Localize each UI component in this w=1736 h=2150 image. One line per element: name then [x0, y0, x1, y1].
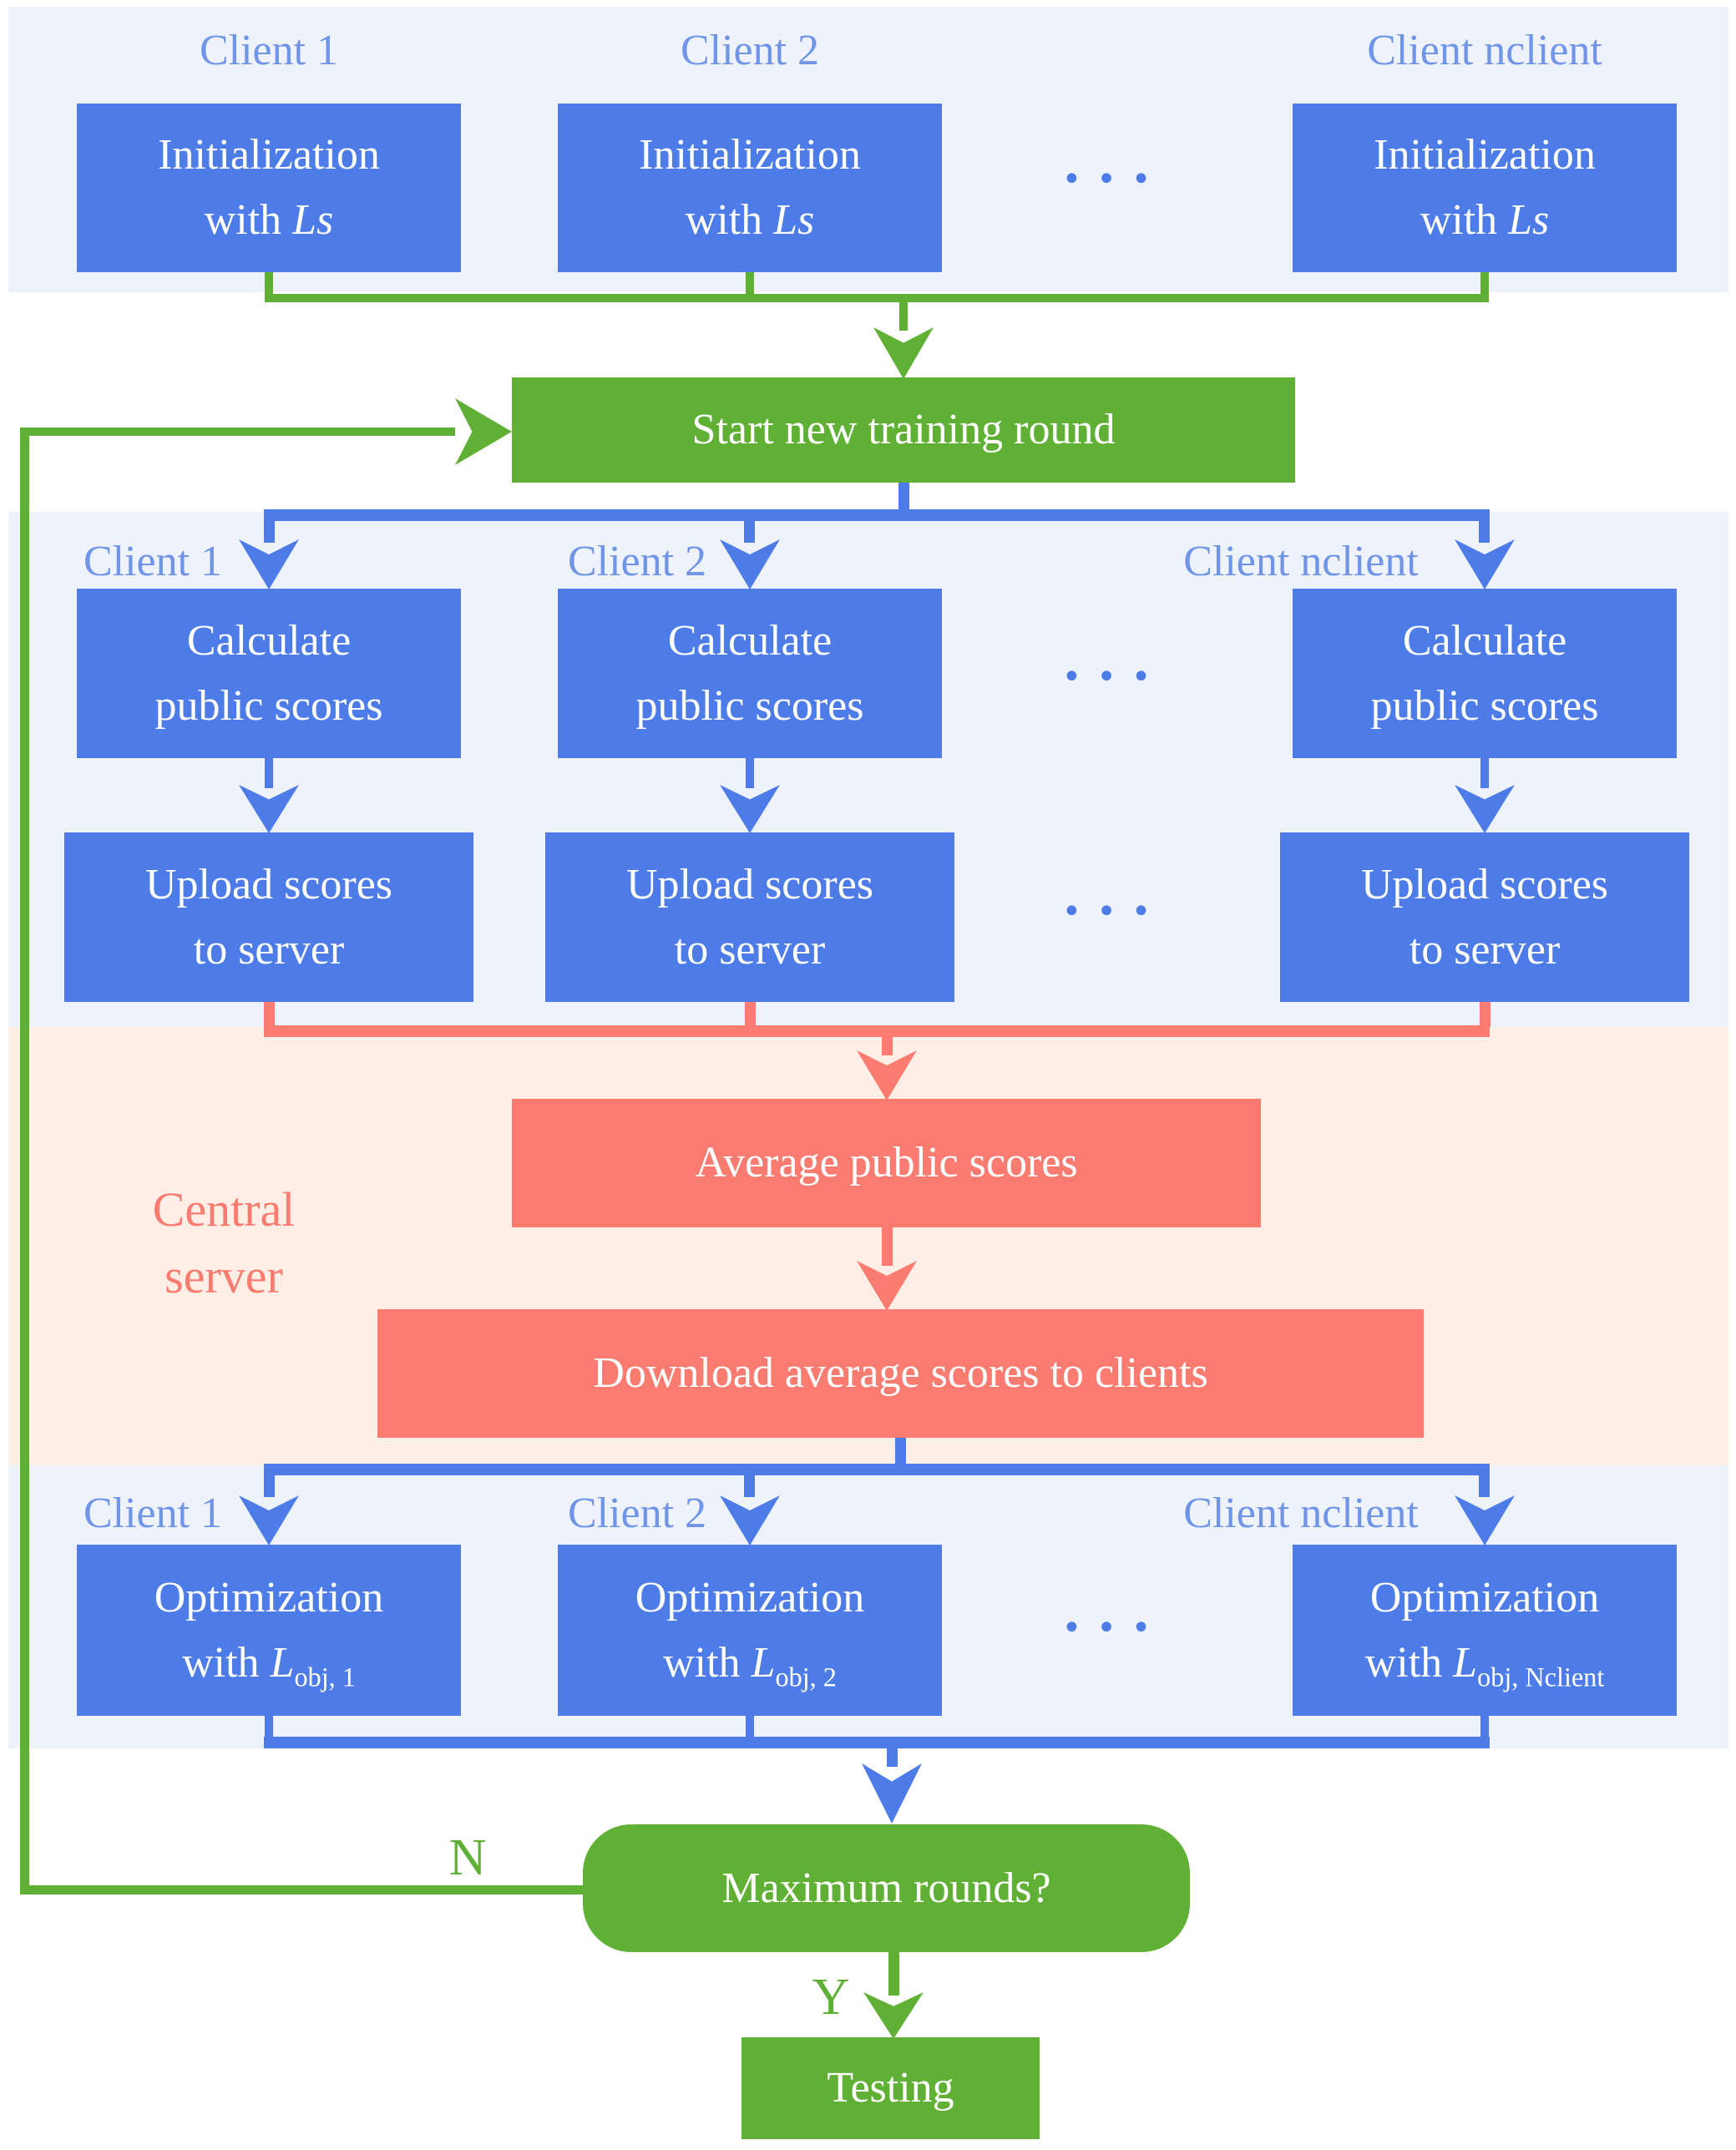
- flow-arrow-down-icon: [873, 327, 934, 379]
- init-box-line2: with Ls: [204, 196, 334, 244]
- connector-line: [898, 483, 909, 511]
- connector-line: [265, 272, 273, 295]
- ellipsis-icon: •••: [1061, 658, 1167, 696]
- optimization-box: Optimization with Lobj, 1: [77, 1545, 461, 1716]
- connector-line: [265, 758, 273, 788]
- max-rounds-decision-node: Maximum rounds?: [583, 1824, 1190, 1952]
- connector-line: [1479, 1475, 1490, 1497]
- optimization-box: Optimization with Lobj, 2: [558, 1545, 942, 1716]
- connector-line: [746, 758, 754, 788]
- connector-line: [264, 1002, 275, 1027]
- flow-arrow-down-icon: [863, 1992, 924, 2039]
- client-header: Client 1: [83, 538, 223, 585]
- init-box: Initialization with Ls: [1293, 104, 1677, 272]
- init-box: Initialization with Ls: [77, 104, 461, 272]
- connector-line: [744, 521, 755, 543]
- client-header: Client 2: [567, 1490, 707, 1537]
- client-header: Client 1: [83, 1490, 223, 1537]
- loop-line-bottom: [20, 1885, 583, 1895]
- connector-line: [888, 1952, 899, 1996]
- testing-node: Testing: [741, 2037, 1040, 2139]
- connector-line: [1479, 521, 1490, 543]
- connector-line: [745, 1002, 756, 1027]
- upload-box: Upload scores to server: [1280, 832, 1689, 1002]
- connector-line: [265, 294, 1489, 302]
- download-scores-node: Download average scores to clients: [377, 1309, 1424, 1438]
- connector-line: [887, 1748, 898, 1767]
- connector-line: [746, 272, 754, 295]
- optimization-box: Optimization with Lobj, Nclient: [1293, 1545, 1677, 1716]
- client-header: Client 2: [680, 27, 820, 74]
- no-branch-label: N: [448, 1829, 487, 1886]
- connector-line: [744, 1475, 755, 1497]
- average-scores-node: Average public scores: [512, 1099, 1261, 1227]
- central-server-label: Central: [152, 1182, 296, 1237]
- connector-line: [882, 1227, 893, 1266]
- connector-line: [265, 1716, 273, 1738]
- connector-line: [746, 1716, 754, 1738]
- loop-line-left: [20, 427, 29, 1894]
- client-header: Client nclient: [1367, 27, 1602, 74]
- init-box-line1: Initialization: [158, 131, 380, 179]
- connector-line: [1480, 1002, 1491, 1027]
- init-box: Initialization with Ls: [558, 104, 942, 272]
- connector-line: [264, 1025, 1490, 1037]
- init-box-line1: Initialization: [1374, 131, 1596, 179]
- connector-line: [899, 302, 908, 331]
- yes-branch-label: Y: [812, 1969, 850, 2026]
- client-header: Client 2: [567, 538, 707, 585]
- client-header: Client nclient: [1183, 538, 1419, 585]
- init-box-line2: with Ls: [1420, 196, 1550, 244]
- connector-line: [264, 1464, 1490, 1475]
- start-round-node: Start new training round: [512, 377, 1295, 483]
- init-box-line2: with Ls: [685, 196, 815, 244]
- connector-line: [264, 509, 1490, 521]
- connector-line: [264, 1737, 1490, 1748]
- client-header: Client 1: [199, 27, 339, 74]
- connector-line: [264, 1475, 275, 1497]
- init-box-line1: Initialization: [639, 131, 861, 179]
- calculate-box: Calculate public scores: [558, 589, 942, 758]
- connector-line: [882, 1037, 893, 1055]
- connector-line: [1480, 272, 1489, 295]
- loop-line-top: [20, 427, 455, 436]
- connector-line: [264, 521, 275, 543]
- start-round-label: Start new training round: [691, 406, 1116, 453]
- ellipsis-icon: •••: [1061, 160, 1167, 199]
- connector-line: [1480, 758, 1489, 788]
- upload-box: Upload scores to server: [545, 832, 954, 1002]
- flow-arrow-down-icon: [862, 1763, 922, 1824]
- calculate-box: Calculate public scores: [77, 589, 461, 758]
- connector-line: [895, 1438, 906, 1465]
- connector-line: [1480, 1716, 1489, 1738]
- ellipsis-icon: •••: [1061, 893, 1167, 931]
- client-header: Client nclient: [1183, 1490, 1419, 1537]
- calculate-box: Calculate public scores: [1293, 589, 1677, 758]
- ellipsis-icon: •••: [1061, 1609, 1167, 1647]
- upload-box: Upload scores to server: [64, 832, 473, 1002]
- loop-arrow-right-icon: [455, 398, 512, 465]
- central-server-label: server: [164, 1249, 283, 1303]
